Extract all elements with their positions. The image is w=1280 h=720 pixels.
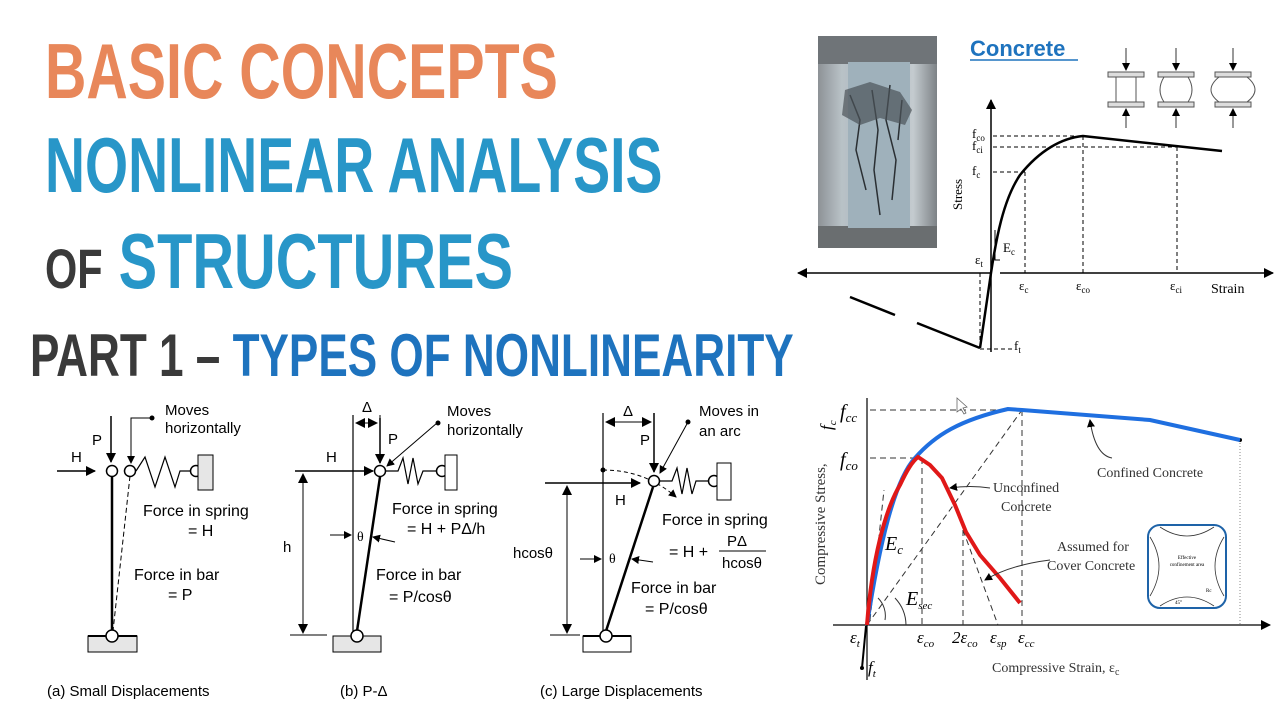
svg-text:ft: ft — [868, 658, 877, 680]
svg-text:εco: εco — [917, 628, 935, 650]
svg-text:fc: fc — [972, 163, 980, 180]
svg-text:fco: fco — [972, 126, 985, 143]
strain-label: Strain — [1211, 282, 1244, 297]
concrete-stress-strain-diagram: fco fci fc Stress εc εco εci Strain εt E… — [797, 99, 1274, 355]
svg-text:εsp: εsp — [990, 628, 1007, 650]
compressive-strain-label: Compressive Strain, εc — [992, 661, 1120, 678]
svg-text:Force in bar: Force in bar — [376, 567, 462, 584]
subtitle-topic: TYPES OF NONLINEARITY — [232, 322, 794, 389]
svg-text:Esec: Esec — [905, 588, 932, 612]
cover-label-2: Cover Concrete — [1047, 559, 1135, 574]
svg-text:H: H — [326, 449, 337, 466]
effective-confinement-inset: Effective confinement area 45° Rc — [1147, 524, 1227, 609]
confinement-stress-strain-chart: fcc fco Ec Esec εt εco 2εco εsp εcc ft f… — [813, 397, 1271, 680]
svg-text:h: h — [283, 539, 291, 556]
title-of-structures: OF STRUCTURES — [45, 222, 513, 300]
svg-text:H: H — [615, 492, 626, 509]
svg-text:= P: = P — [168, 587, 192, 604]
svg-text:fc: fc — [817, 420, 839, 430]
svg-text:Force in spring: Force in spring — [143, 503, 249, 520]
confined-concrete-label: Confined Concrete — [1097, 466, 1203, 481]
svg-text:confinement area: confinement area — [1170, 563, 1205, 568]
svg-text:ft: ft — [1014, 338, 1021, 355]
compressive-stress-label: Compressive Stress, — [813, 463, 829, 585]
svg-text:εt: εt — [975, 252, 983, 269]
svg-text:Moves: Moves — [447, 403, 491, 420]
svg-text:hcosθ: hcosθ — [722, 555, 762, 572]
svg-text:= P/cosθ: = P/cosθ — [645, 601, 708, 618]
svg-text:hcosθ: hcosθ — [513, 545, 553, 562]
svg-text:H: H — [71, 449, 82, 466]
unconfined-concrete-curve — [865, 454, 1022, 626]
specimen-deformation-icons — [1107, 48, 1256, 128]
svg-text:P: P — [640, 432, 650, 449]
svg-text:fcc: fcc — [840, 401, 857, 425]
svg-text:Moves: Moves — [165, 402, 209, 419]
svg-text:Ec: Ec — [1003, 240, 1015, 257]
subtitle-part-number: PART 1 – — [30, 322, 233, 389]
svg-text:2εco: 2εco — [952, 628, 978, 650]
caption-a: (a) Small Displacements — [47, 683, 210, 700]
stress-label: Stress — [950, 179, 965, 210]
svg-text:fci: fci — [972, 138, 983, 155]
cover-label-1: Assumed for — [1057, 540, 1129, 555]
svg-text:fco: fco — [840, 449, 858, 473]
svg-text:PΔ: PΔ — [727, 533, 747, 550]
panel-large-displacements: Δ P H hcosθ θ Moves in an arc Force in s… — [513, 403, 768, 700]
svg-text:Force in bar: Force in bar — [631, 580, 717, 597]
svg-text:= P/cosθ: = P/cosθ — [389, 589, 452, 606]
title-nonlinear-analysis: NONLINEAR ANALYSIS — [45, 121, 663, 209]
svg-text:εt: εt — [850, 628, 861, 650]
title-basic-concepts: BASIC CONCEPTS — [45, 27, 558, 115]
svg-text:Moves in: Moves in — [699, 403, 759, 420]
svg-text:εci: εci — [1170, 278, 1182, 295]
panel-small-displacements: H P Moves horizontally Force in spring =… — [47, 402, 249, 700]
svg-text:an arc: an arc — [699, 423, 741, 440]
concrete-heading: Concrete — [970, 36, 1065, 61]
svg-text:Effective: Effective — [1178, 556, 1197, 561]
concrete-specimen-photo — [818, 36, 937, 248]
caption-c: (c) Large Displacements — [540, 683, 703, 700]
svg-text:Force in spring: Force in spring — [392, 501, 498, 518]
title-of: OF — [45, 237, 103, 300]
unconfined-label-2: Concrete — [1001, 500, 1052, 515]
subtitle-part: PART 1 – TYPES OF NONLINEARITY — [30, 326, 794, 386]
svg-text:horizontally: horizontally — [165, 420, 241, 437]
tension-branch — [849, 295, 981, 350]
svg-text:εco: εco — [1076, 278, 1090, 295]
svg-text:= H + PΔ/h: = H + PΔ/h — [407, 521, 485, 538]
svg-text:Force in bar: Force in bar — [134, 567, 220, 584]
title-structures: STRUCTURES — [118, 217, 514, 305]
svg-text:= H: = H — [188, 523, 213, 540]
svg-text:Rc: Rc — [1206, 589, 1212, 594]
unconfined-label-1: Unconfined — [993, 481, 1059, 496]
svg-text:horizontally: horizontally — [447, 422, 523, 439]
svg-text:= H +: = H + — [669, 544, 708, 561]
mouse-cursor-icon — [956, 397, 968, 415]
svg-text:Δ: Δ — [362, 399, 372, 416]
svg-text:εcc: εcc — [1018, 628, 1035, 650]
svg-text:εc: εc — [1019, 278, 1028, 295]
caption-b: (b) P-Δ — [340, 683, 388, 700]
stress-strain-curve — [978, 134, 1223, 349]
svg-text:θ: θ — [357, 530, 364, 545]
svg-text:P: P — [92, 432, 102, 449]
svg-text:Ec: Ec — [884, 533, 903, 557]
panel-p-delta: Δ H P h θ Moves horizontally Force in sp… — [283, 399, 523, 700]
svg-text:45°: 45° — [1175, 601, 1182, 606]
svg-text:Δ: Δ — [623, 403, 633, 420]
svg-text:θ: θ — [609, 552, 616, 567]
svg-text:Force in spring: Force in spring — [662, 512, 768, 529]
svg-text:P: P — [388, 431, 398, 448]
